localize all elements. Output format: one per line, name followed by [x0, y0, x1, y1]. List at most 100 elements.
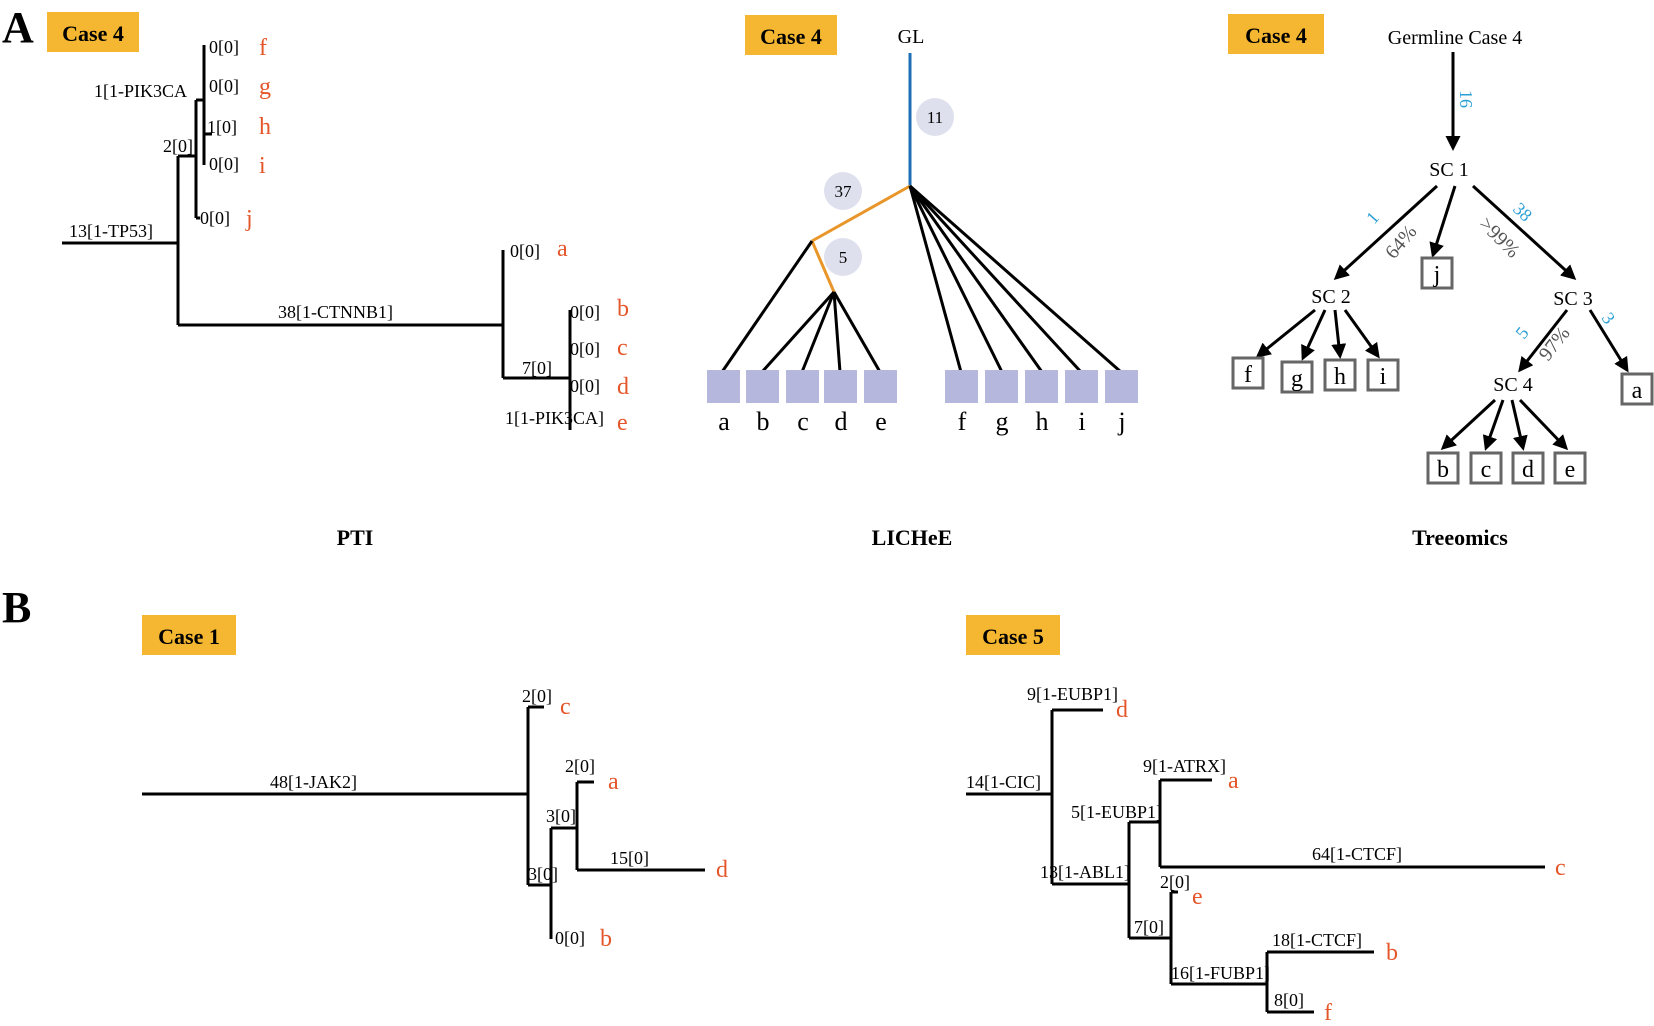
treeomics-node-sc3: SC 3: [1553, 288, 1592, 310]
lichee-sample-label-b: b: [757, 407, 770, 436]
treeomics-pct-64: 64%: [1381, 221, 1421, 263]
treeomics-edge-sc3-a: [1588, 309, 1629, 373]
pti-label-d: 0[0]: [570, 376, 600, 396]
case5-leaf-d: d: [1116, 697, 1128, 723]
treeomics-count-16: 16: [1456, 90, 1476, 108]
treeomics-node-sc4: SC 4: [1493, 374, 1532, 396]
case5-case-badge: [966, 615, 1060, 655]
pti-label-ctnnb1: 38[1-CTNNB1]: [278, 302, 393, 322]
case5-label-2: 2[0]: [1160, 872, 1190, 892]
lichee-sample-h: [1025, 370, 1058, 403]
treeomics-leaf-b: b: [1437, 457, 1449, 483]
case1-label-jak2: 48[1-JAK2]: [270, 772, 357, 792]
case5-label-abl1: 13[1-ABL1]: [1040, 862, 1130, 882]
pti-leaf-f: f: [259, 35, 267, 61]
case5-label-ctcf-b: 18[1-CTCF]: [1272, 930, 1362, 950]
treeomics-root-label: Germline Case 4: [1388, 27, 1522, 49]
pti-label-pik3ca: 1[1-PIK3CA: [94, 81, 187, 101]
case5-tree: Case 5 9[1-EUBP1] 14[1-CIC] 9[1-ATRX] 5[…: [966, 615, 1566, 1026]
case1-label-0: 0[0]: [555, 928, 585, 948]
panel-letter-a: A: [2, 3, 34, 52]
case1-tree: Case 1 2[0] 48[1-JAK2] 2[0] 3[0] 15[0] 3…: [142, 615, 728, 952]
lichee-tree: Case 4 GL 11 37 5: [707, 15, 1138, 550]
treeomics-leaf-box-f: [1231, 356, 1265, 390]
pti-label-a: 0[0]: [510, 241, 540, 261]
lichee-sample-label-c: c: [797, 407, 809, 436]
lichee-root-label: GL: [898, 26, 925, 48]
treeomics-edge-sc2-h: [1331, 309, 1347, 359]
lichee-edge-37: [811, 184, 911, 243]
treeomics-edge-sc4-e: [1518, 398, 1569, 451]
lichee-bubble-11: [916, 98, 954, 136]
treeomics-tree: Case 4 Germline Case 4 SC 1 SC 2 SC 3 SC…: [1228, 14, 1654, 550]
lichee-bubble-11-text: 11: [927, 108, 943, 127]
case5-label-ctcf-c: 64[1-CTCF]: [1312, 844, 1402, 864]
case1-case-label: Case 1: [158, 624, 220, 649]
treeomics-count-5: 5: [1511, 323, 1532, 342]
treeomics-case-label: Case 4: [1245, 23, 1307, 48]
lichee-bubble-37: [824, 172, 862, 210]
pti-leaf-i: i: [259, 153, 266, 179]
treeomics-edge-sc1-sc2: [1333, 184, 1439, 281]
pti-case-badge: [47, 12, 139, 52]
case1-leaf-d: d: [716, 857, 728, 883]
case1-leaf-c: c: [560, 694, 571, 720]
lichee-case-badge: [745, 15, 837, 55]
treeomics-case-badge: [1228, 14, 1324, 54]
lichee-sample-label-a: a: [718, 407, 730, 436]
case5-leaf-f: f: [1324, 1000, 1332, 1026]
panel-letter-b: B: [2, 583, 31, 632]
treeomics-pct-97: 97%: [1535, 323, 1575, 365]
treeomics-leaf-box-g: [1280, 360, 1314, 394]
pti-label-g: 0[0]: [209, 76, 239, 96]
pti-leaf-e: e: [617, 410, 628, 436]
case5-leaf-b: b: [1386, 940, 1398, 966]
case1-label-2-c: 2[0]: [522, 686, 552, 706]
pti-label-c: 0[0]: [570, 339, 600, 359]
case1-leaf-a: a: [608, 769, 619, 795]
lichee-sample-i: [1065, 370, 1098, 403]
lichee-sample-e: [864, 370, 897, 403]
lichee-sample-b: [746, 370, 779, 403]
case5-label-cic: 14[1-CIC]: [966, 772, 1041, 792]
pti-method-name: PTI: [337, 525, 374, 550]
treeomics-leaf-e: e: [1565, 457, 1576, 483]
treeomics-edge-sc2-g: [1301, 309, 1327, 361]
lichee-sample-label-i: i: [1078, 407, 1085, 436]
treeomics-leaf-g: g: [1291, 366, 1303, 392]
treeomics-edge-sc4-b: [1440, 398, 1497, 451]
lichee-bubble-37-text: 37: [835, 182, 853, 201]
treeomics-edge-sc4-d: [1510, 399, 1528, 451]
case5-label-eubp1: 5[1-EUBP1]: [1071, 802, 1162, 822]
pti-leaf-d: d: [617, 374, 629, 400]
treeomics-leaf-box-j: [1420, 256, 1454, 290]
pti-label-pik3ca-e: 1[1-PIK3CA]: [505, 408, 604, 428]
treeomics-method-name: Treeomics: [1412, 525, 1508, 550]
treeomics-count-3: 3: [1598, 309, 1619, 328]
case1-label-15: 15[0]: [610, 848, 649, 868]
lichee-sample-label-j: j: [1117, 407, 1125, 436]
treeomics-leaf-i: i: [1380, 364, 1387, 390]
case1-leaf-b: b: [600, 926, 612, 952]
treeomics-count-1: 1: [1362, 208, 1383, 228]
case5-leaf-a: a: [1228, 768, 1239, 794]
case5-label-eubp1-d: 9[1-EUBP1]: [1027, 684, 1118, 704]
lichee-case-label: Case 4: [760, 24, 822, 49]
treeomics-edge-sc1-sc3: [1471, 184, 1577, 281]
treeomics-leaf-j: j: [1433, 262, 1441, 288]
pti-leaf-h: h: [259, 114, 271, 140]
treeomics-leaf-box-i: [1366, 358, 1400, 392]
pti-leaf-g: g: [259, 74, 271, 100]
treeomics-leaf-box-b: [1426, 451, 1460, 485]
treeomics-leaf-c: c: [1481, 457, 1492, 483]
lichee-sample-g: [985, 370, 1018, 403]
pti-leaf-a: a: [557, 236, 568, 262]
lichee-sample-label-h: h: [1036, 407, 1049, 436]
lichee-method-name: LICHeE: [872, 525, 953, 550]
lichee-sample-f: [945, 370, 978, 403]
treeomics-leaf-d: d: [1522, 457, 1534, 483]
pti-label-j: 0[0]: [200, 208, 230, 228]
lichee-bubble-5-text: 5: [839, 248, 848, 267]
case5-leaf-c: c: [1555, 855, 1566, 881]
